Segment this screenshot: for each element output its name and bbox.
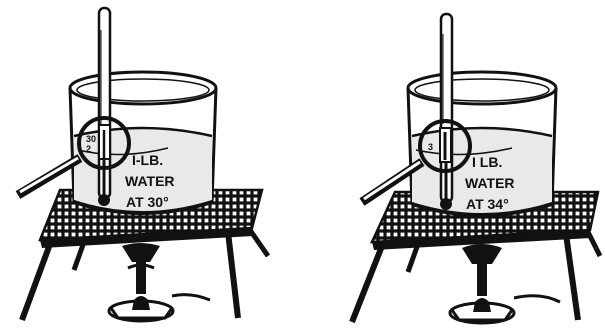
left-label-line3: AT 30° — [126, 194, 169, 210]
right-apparatus: 3 I LB. WATER AT 34° — [352, 14, 600, 323]
left-label-line2: WATER — [125, 173, 175, 189]
right-thermometer — [440, 14, 452, 210]
right-label-line1: I LB. — [472, 154, 502, 170]
left-apparatus: 30 2 I-LB. WATER AT 30° — [18, 8, 268, 321]
right-bunsen-burner — [450, 244, 560, 323]
svg-text:2: 2 — [86, 144, 91, 154]
left-label-line1: I-LB. — [132, 152, 163, 168]
left-thermometer — [98, 8, 110, 206]
svg-text:30: 30 — [86, 134, 96, 144]
svg-text:3: 3 — [428, 142, 433, 152]
right-label-line2: WATER — [465, 175, 515, 191]
right-label-line3: AT 34° — [466, 196, 509, 212]
left-bunsen-burner — [109, 243, 210, 321]
